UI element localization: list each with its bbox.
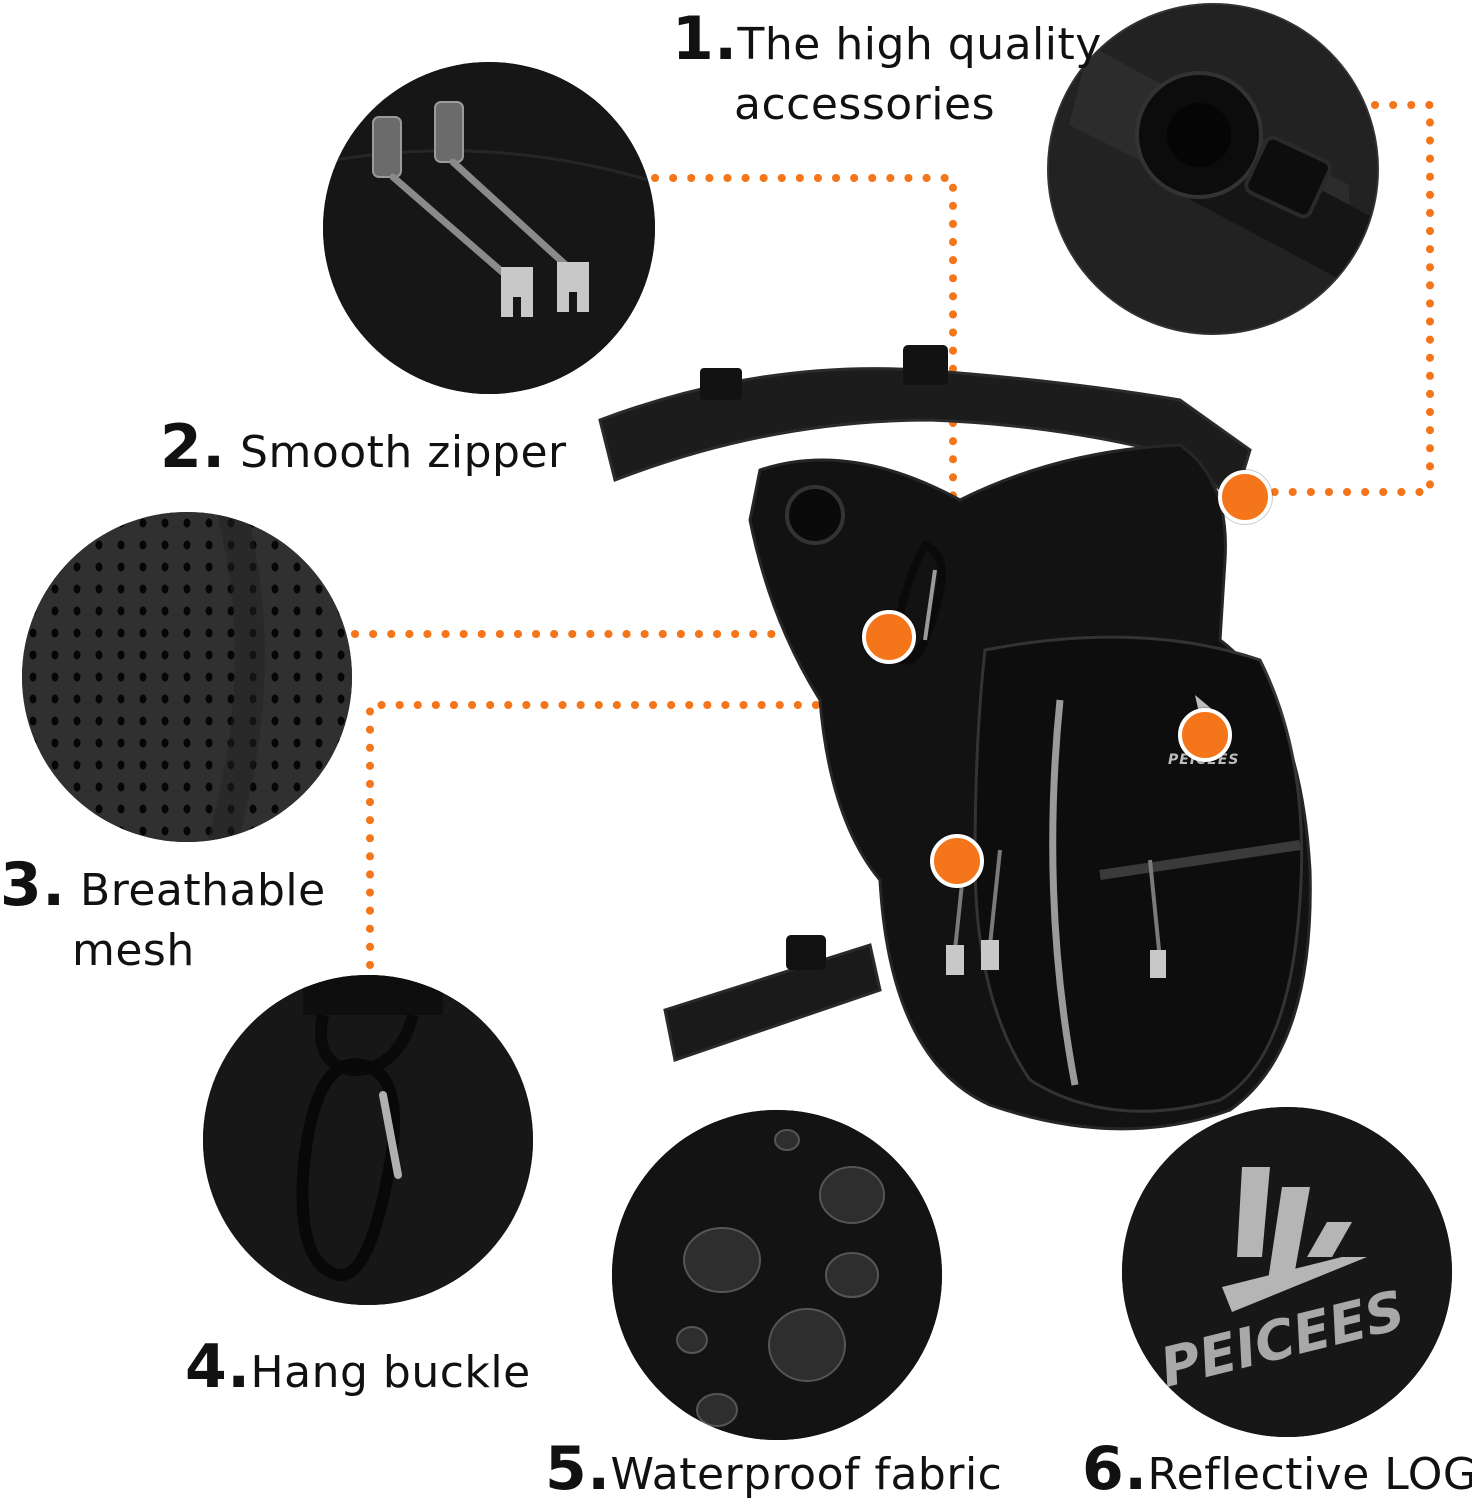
zipper-detail-photo [323, 62, 655, 394]
leader-line-hang-buckle [366, 656, 896, 969]
feature-label-5: 5.Waterproof fabric [545, 1432, 1002, 1507]
feature-text-5: Waterproof fabric [610, 1449, 1003, 1500]
feature-number-1: 1. [672, 4, 738, 74]
feature-text-1a: The high quality [737, 19, 1102, 70]
feature-label-6: 6.Reflective LOGO [1082, 1432, 1472, 1507]
feature-text-3a: Breathable [80, 865, 326, 916]
feature-text-4: Hang buckle [250, 1347, 531, 1398]
feature-number-6: 6. [1082, 1434, 1148, 1504]
feature-text-1b: accessories [734, 79, 995, 130]
feature-text-2: Smooth zipper [240, 427, 567, 478]
feature-label-2: 2. Smooth zipper [160, 410, 567, 485]
feature-number-4: 4. [185, 1332, 251, 1402]
reflective-logo-mark [1222, 1167, 1367, 1312]
feature-text-3b: mesh [72, 925, 195, 976]
hotspot-logo [1178, 708, 1232, 762]
feature-number-2: 2. [160, 412, 226, 482]
feature-label-4: 4.Hang buckle [185, 1330, 531, 1405]
feature-number-5: 5. [545, 1434, 611, 1504]
hotspot-hang-buckle [862, 610, 916, 664]
hotspot-zipper [930, 834, 984, 888]
accessories-detail-photo [1047, 3, 1379, 335]
leader-line-accessories [1261, 101, 1434, 496]
feature-label-1: 1.The high quality accessories [672, 2, 1102, 132]
hang-buckle-detail-photo [203, 975, 533, 1305]
reflective-logo-detail-photo: PEICEES [1122, 1107, 1452, 1437]
waterproof-fabric-detail-photo [612, 1110, 942, 1440]
feature-number-3: 3. [0, 850, 66, 920]
feature-label-3: 3. Breathable mesh [0, 848, 326, 978]
hotspot-accessories [1218, 470, 1272, 524]
mesh-detail-photo [22, 512, 352, 842]
feature-text-6: Reflective LOGO [1147, 1449, 1472, 1500]
